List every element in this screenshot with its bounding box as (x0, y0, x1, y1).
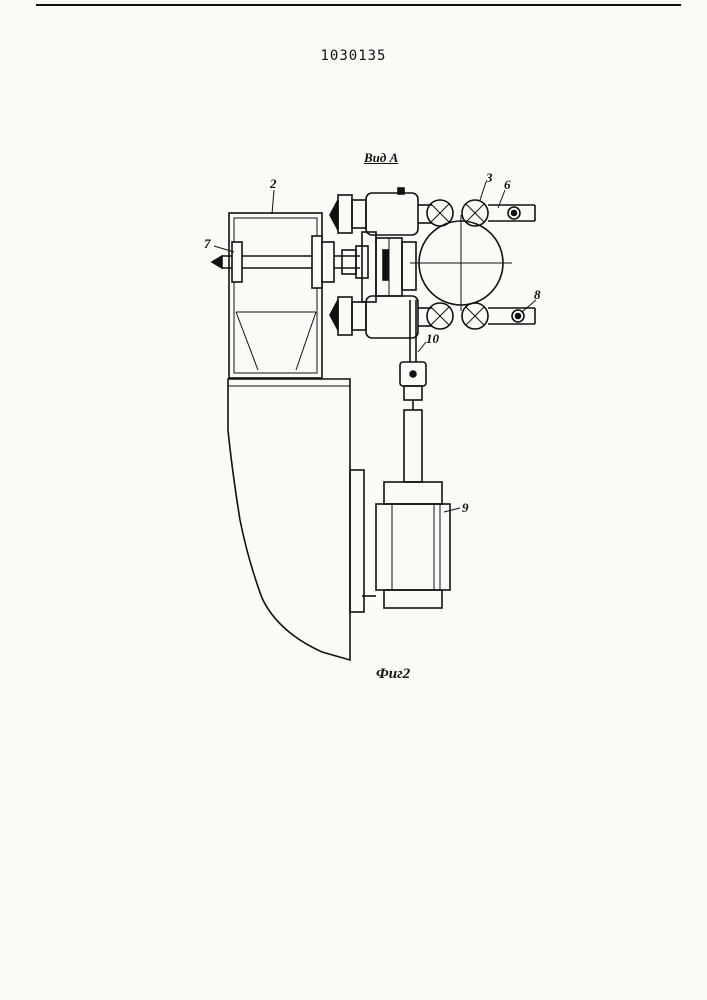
callout-9: 9 (462, 500, 469, 516)
large-roll (410, 215, 512, 311)
callout-8: 8 (534, 287, 541, 303)
callout-3: 3 (486, 170, 493, 186)
shaft-7 (212, 236, 368, 288)
lower-rollers (427, 303, 535, 329)
figure-label: Фиг2 (376, 666, 410, 683)
cylinder-9 (362, 410, 450, 608)
callout-2: 2 (270, 176, 277, 192)
callout-10: 10 (426, 331, 439, 347)
upper-rollers (427, 200, 535, 226)
view-label: Вид А (364, 150, 398, 166)
callout-6: 6 (504, 177, 511, 193)
link-rod-10 (400, 300, 426, 410)
callout-7: 7 (204, 236, 211, 252)
frame-2 (229, 213, 322, 378)
support-body (228, 379, 364, 660)
upper-bearing (330, 188, 432, 235)
gear-assembly (362, 232, 416, 302)
